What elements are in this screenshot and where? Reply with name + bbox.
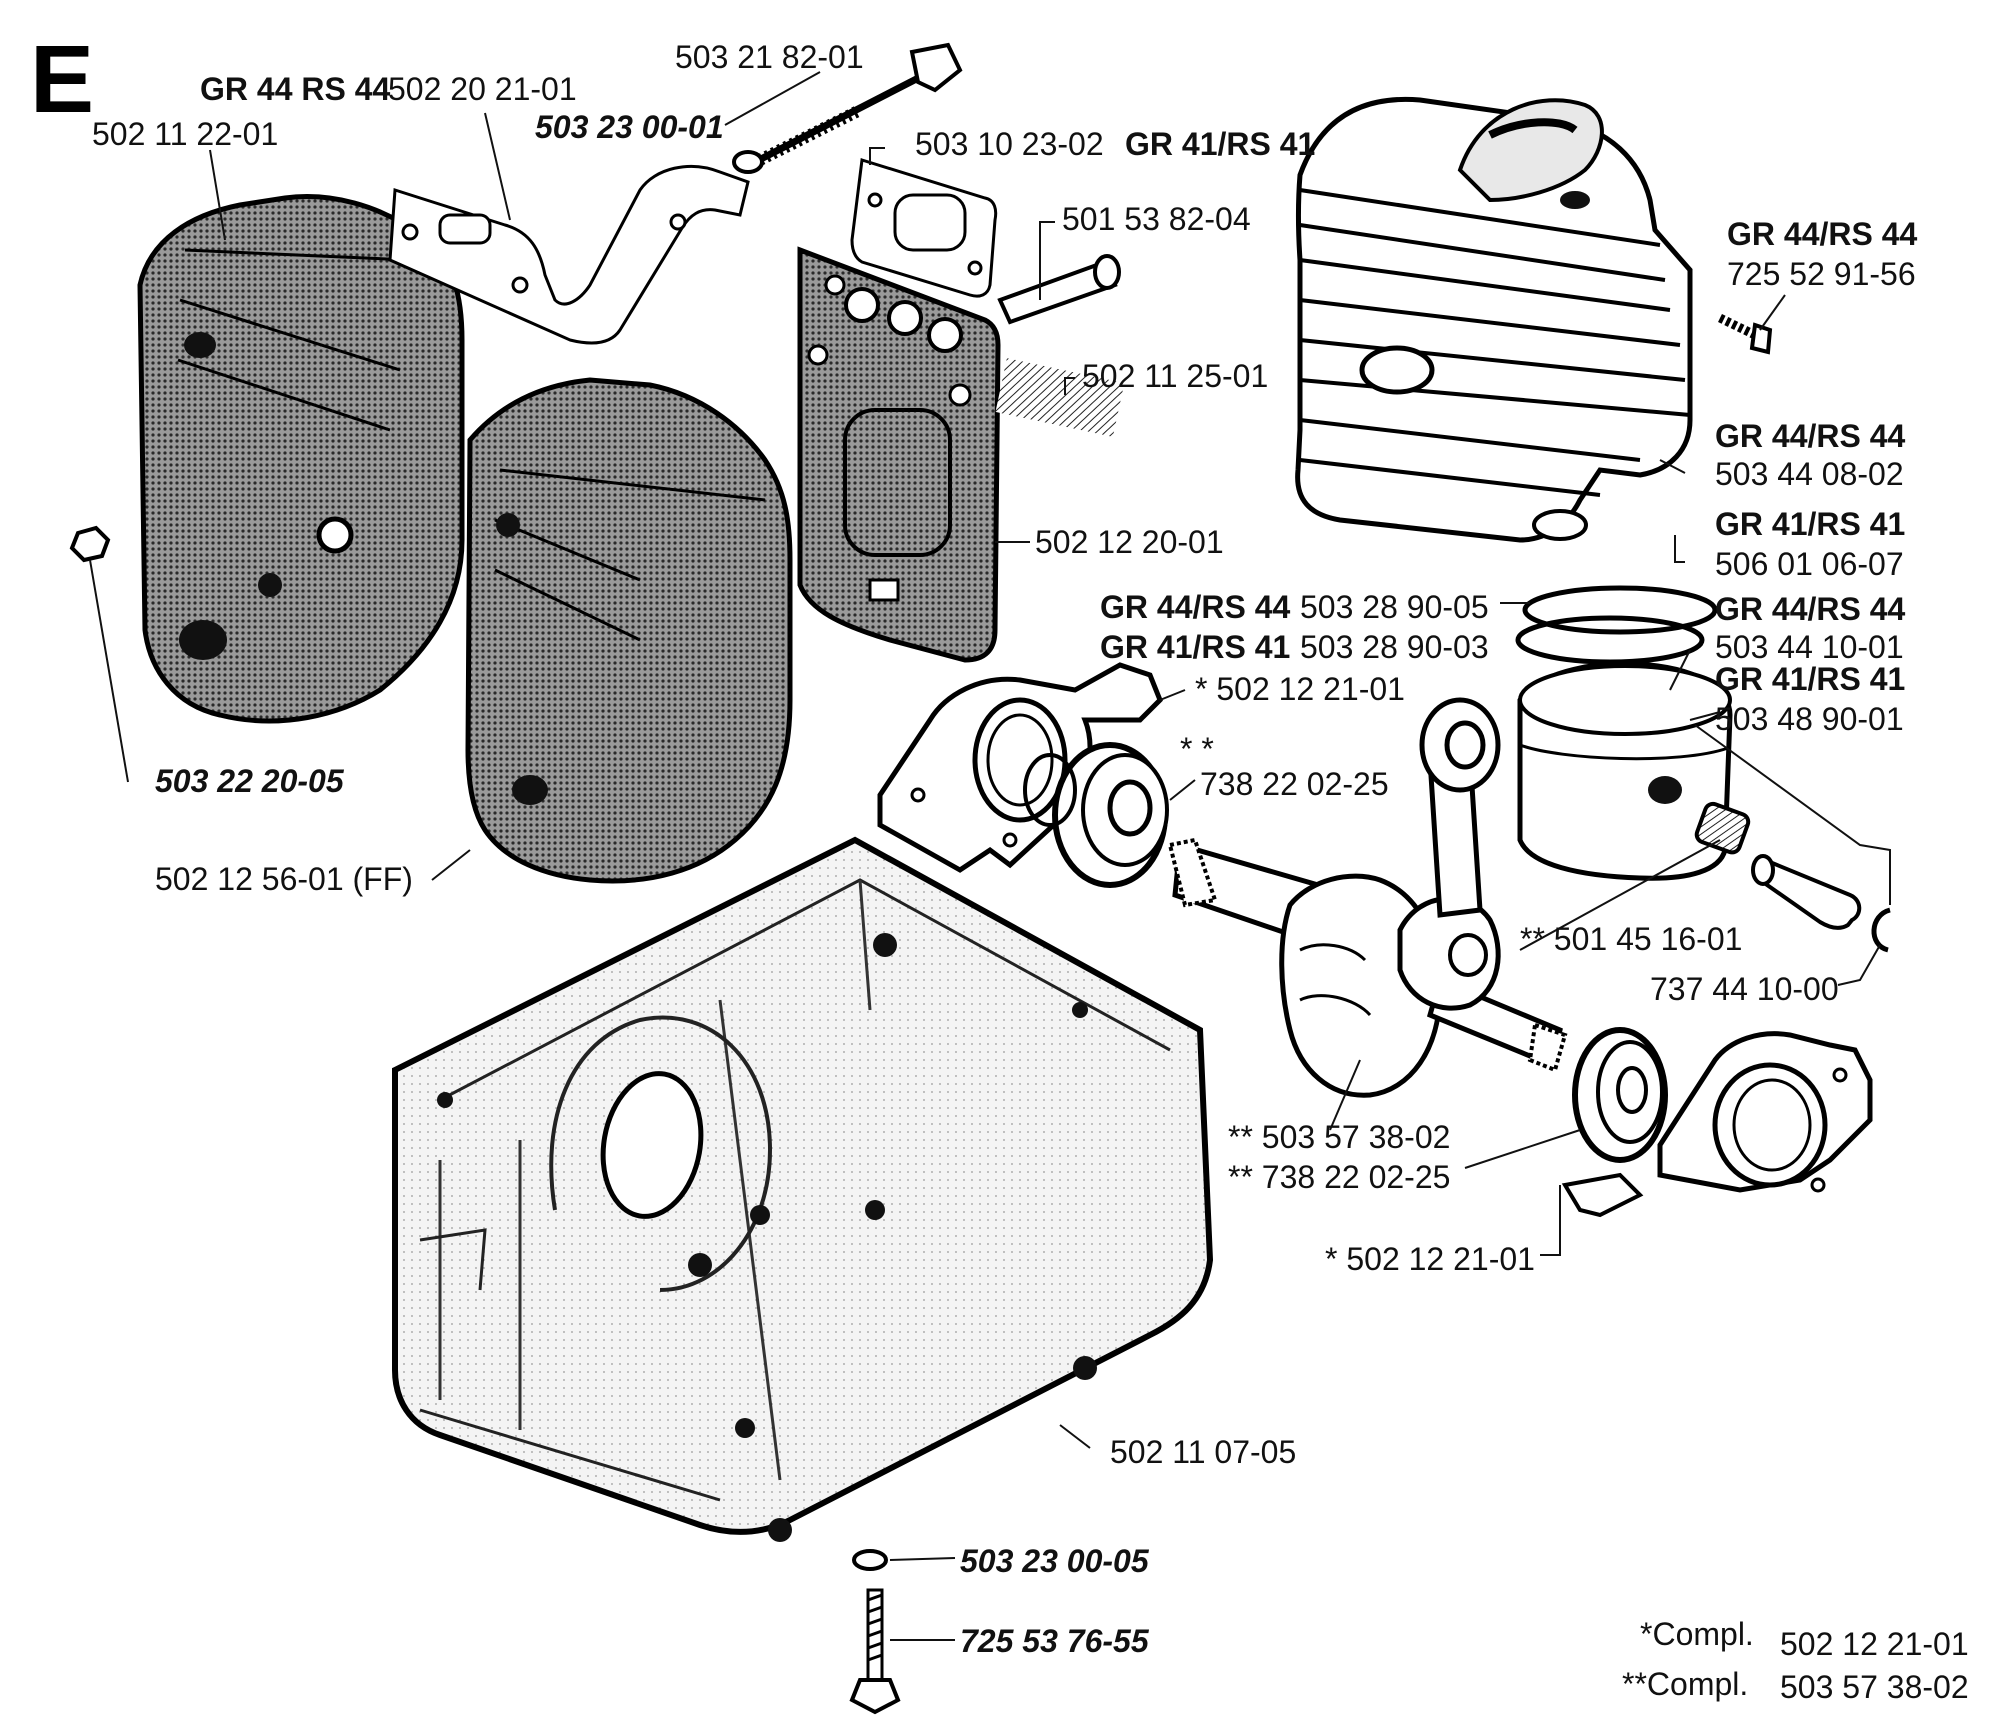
bearing-housing-bottom-drawing — [1561, 1031, 1873, 1218]
piston-rings-drawing — [1515, 585, 1718, 665]
label-circlip: 737 44 10-00 — [1650, 971, 1839, 1007]
crankshaft-drawing — [1167, 837, 1568, 1098]
label-piston-41: 503 48 90-01 — [1715, 701, 1904, 737]
crankcase-drawing — [392, 836, 1214, 1542]
bottom-washer-drawing — [852, 1549, 888, 1571]
label-cylinder-screw: 725 52 91-56 — [1727, 256, 1916, 292]
sleeve-drawing — [997, 254, 1121, 325]
label-cylinder-44-model: GR 44/RS 44 — [1715, 418, 1906, 454]
bearing-housing-top-drawing — [877, 662, 1163, 873]
label-crankcase: 502 11 07-05 — [1110, 1434, 1296, 1470]
legend-double-value: 503 57 38-02 — [1780, 1669, 1969, 1705]
piston-drawing — [1517, 661, 1733, 881]
gasket-drawing — [850, 158, 998, 298]
label-ring-41: 503 28 90-03 — [1300, 629, 1489, 665]
muffler-cover-drawing — [137, 194, 465, 724]
label-nut: 503 22 20-05 — [155, 763, 345, 799]
leader-lines — [89, 71, 1891, 1641]
label-cylinder-screw-model: GR 44/RS 44 — [1727, 216, 1918, 252]
label-washer-bottom: 503 23 00-05 — [960, 1543, 1150, 1579]
label-bearing-housing-bottom: * 502 12 21-01 — [1325, 1241, 1535, 1277]
ball-bearing-bottom-drawing — [1572, 1027, 1668, 1163]
label-ring-44-model: GR 44/RS 44 — [1100, 589, 1291, 625]
label-piston-41-model: GR 41/RS 41 — [1715, 661, 1905, 697]
label-gasket-model: GR 41/RS 41 — [1125, 126, 1315, 162]
label-bearing-housing-top: * 502 12 21-01 — [1195, 671, 1405, 707]
long-screw-drawing — [732, 42, 963, 174]
label-needle-bearing: ** 501 45 16-01 — [1520, 921, 1742, 957]
label-crankshaft: ** 503 57 38-02 — [1228, 1119, 1450, 1155]
screen-drawing — [995, 358, 1125, 437]
label-piston-44-model: GR 44/RS 44 — [1715, 591, 1906, 627]
legend-single-prefix: *Compl. — [1640, 1616, 1754, 1652]
piston-pin-drawing — [1751, 854, 1862, 930]
nut-drawing — [69, 525, 111, 563]
legend: *Compl. 502 12 21-01 **Compl. 503 57 38-… — [1622, 1616, 1969, 1705]
label-bearing-bottom: ** 738 22 02-25 — [1228, 1159, 1450, 1195]
muffler-plate-drawing — [797, 246, 1001, 663]
label-bearing-top-mark: * * — [1180, 731, 1214, 767]
circlip-drawing — [1871, 907, 1891, 953]
label-muffler-body: 502 12 56-01 (FF) — [155, 861, 413, 897]
label-cylinder-41-model: GR 41/RS 41 — [1715, 506, 1905, 542]
label-bolt-bottom: 725 53 76-55 — [960, 1623, 1150, 1659]
label-bracket: 502 20 21-01 — [388, 71, 577, 107]
label-muffler-plate: 502 12 20-01 — [1035, 524, 1224, 560]
label-cylinder-41: 506 01 06-07 — [1715, 546, 1904, 582]
label-piston-44: 503 44 10-01 — [1715, 629, 1904, 665]
cylinder-drawing — [1295, 96, 1693, 543]
label-cylinder-44: 503 44 08-02 — [1715, 456, 1904, 492]
label-bracket-model: GR 44 RS 44 — [200, 71, 391, 107]
ball-bearing-top-drawing — [1023, 742, 1169, 888]
bottom-bolt-drawing — [849, 1588, 901, 1715]
label-long-screw: 503 21 82-01 — [675, 39, 864, 75]
label-screen: 502 11 25-01 — [1082, 358, 1268, 394]
label-ring-41-model: GR 41/RS 41 — [1100, 629, 1290, 665]
legend-double-prefix: **Compl. — [1622, 1666, 1748, 1702]
section-letter: E — [30, 26, 94, 133]
muffler-body-drawing — [465, 377, 793, 884]
label-sleeve: 501 53 82-04 — [1062, 201, 1251, 237]
legend-single-value: 502 12 21-01 — [1780, 1626, 1969, 1662]
bracket-drawing — [388, 164, 750, 345]
connecting-rod-drawing — [1419, 697, 1501, 918]
label-washer-top: 503 23 00-01 — [535, 109, 724, 145]
needle-bearing-drawing — [1694, 801, 1751, 855]
label-gasket: 503 10 23-02 — [915, 126, 1104, 162]
cylinder-screw-drawing — [1718, 313, 1773, 355]
label-muffler-cover: 502 11 22-01 — [92, 116, 278, 152]
label-ring-44: 503 28 90-05 — [1300, 589, 1489, 625]
label-bearing-top: 738 22 02-25 — [1200, 766, 1389, 802]
